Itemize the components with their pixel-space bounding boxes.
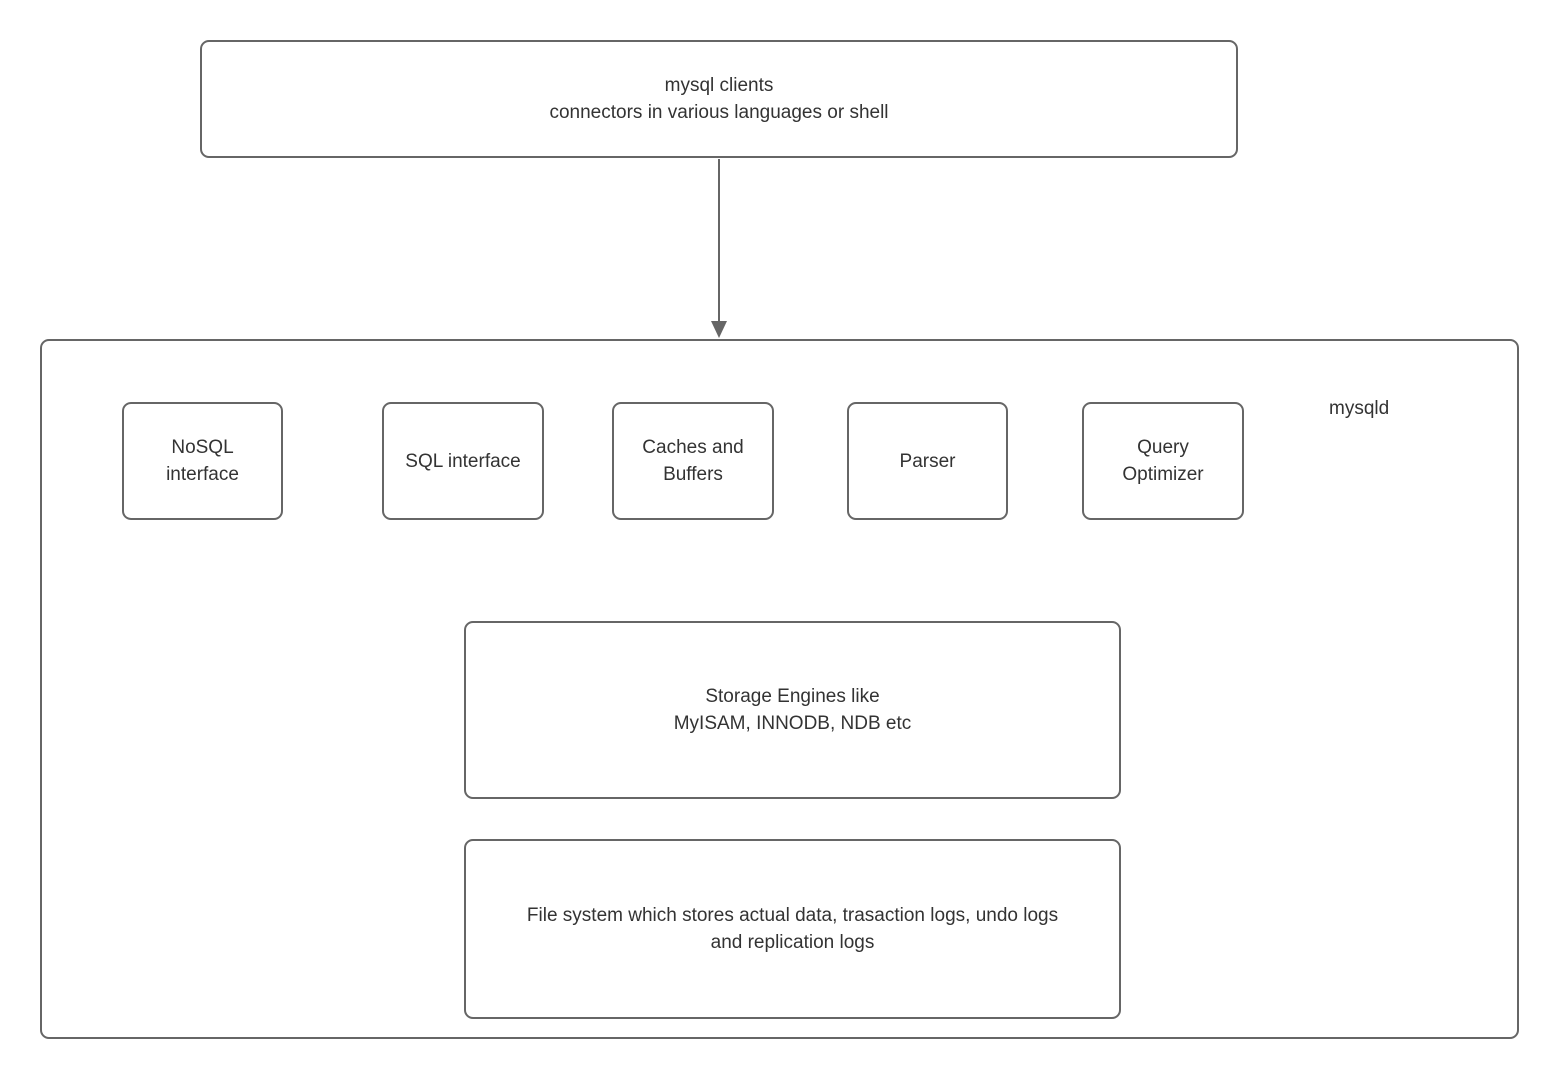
mysql-clients-box: mysql clients connectors in various lang…: [200, 40, 1238, 158]
arrow-down-icon: [711, 321, 727, 338]
query-optimizer-label: Query Optimizer: [1122, 437, 1204, 485]
caches-and-buffers-label: Caches and Buffers: [642, 437, 744, 485]
mysqld-container-box: mysqld NoSQL interface SQL interface Cac…: [40, 339, 1519, 1039]
clients-to-mysqld-arrow-line: [718, 159, 720, 322]
query-optimizer-box: Query Optimizer: [1082, 402, 1244, 520]
storage-engines-box: Storage Engines like MyISAM, INNODB, NDB…: [464, 621, 1121, 799]
file-system-box: File system which stores actual data, tr…: [464, 839, 1121, 1019]
sql-interface-box: SQL interface: [382, 402, 544, 520]
caches-and-buffers-box: Caches and Buffers: [612, 402, 774, 520]
sql-interface-label: SQL interface: [405, 450, 521, 472]
file-system-label: File system which stores actual data, tr…: [526, 905, 1059, 953]
storage-engines-label: Storage Engines like MyISAM, INNODB, NDB…: [673, 686, 912, 734]
mysqld-label: mysqld: [1329, 398, 1390, 419]
parser-box: Parser: [847, 402, 1008, 520]
mysql-clients-label: mysql clients connectors in various lang…: [549, 75, 889, 123]
parser-label: Parser: [899, 450, 956, 472]
nosql-interface-label: NoSQL interface: [166, 437, 239, 485]
nosql-interface-box: NoSQL interface: [122, 402, 283, 520]
